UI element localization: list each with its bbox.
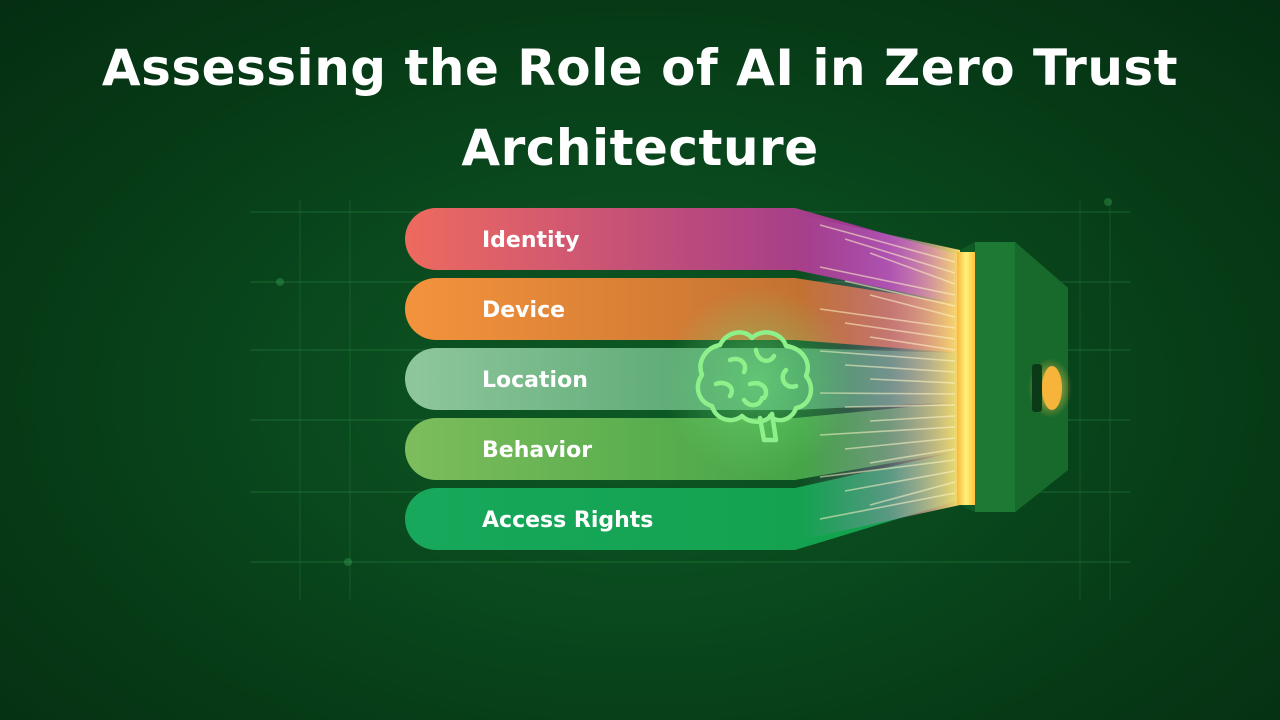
light-ray xyxy=(869,294,956,318)
light-ray xyxy=(819,459,956,478)
light-ray xyxy=(844,280,956,307)
light-ray xyxy=(869,252,956,285)
gate-door-icon xyxy=(957,242,1072,512)
factor-label: Behavior xyxy=(482,438,592,463)
light-ray xyxy=(869,415,956,422)
light-ray xyxy=(844,238,956,274)
light-ray xyxy=(819,266,956,296)
factor-label: Access Rights xyxy=(482,508,653,533)
factor-label: Identity xyxy=(482,228,579,253)
page-title: Assessing the Role of AI in Zero Trust A… xyxy=(101,39,1179,177)
light-ray xyxy=(819,426,956,436)
brain-icon xyxy=(663,287,853,477)
light-ray xyxy=(869,448,956,464)
light-ray xyxy=(844,437,956,450)
light-rays xyxy=(819,224,956,520)
light-ray xyxy=(844,364,956,373)
glow-beam xyxy=(800,215,960,540)
light-ray xyxy=(844,404,956,408)
grid-node xyxy=(344,558,352,566)
factor-label: Location xyxy=(482,368,588,393)
light-ray xyxy=(844,470,956,492)
light-ray xyxy=(844,322,956,340)
light-ray xyxy=(869,481,956,506)
grid-node xyxy=(276,278,284,286)
light-ray xyxy=(819,224,956,263)
light-ray xyxy=(819,308,956,329)
factor-label: Device xyxy=(482,298,565,323)
light-ray xyxy=(869,336,956,351)
light-ray xyxy=(869,378,956,384)
grid-node xyxy=(1104,198,1112,206)
light-ray xyxy=(819,492,956,520)
